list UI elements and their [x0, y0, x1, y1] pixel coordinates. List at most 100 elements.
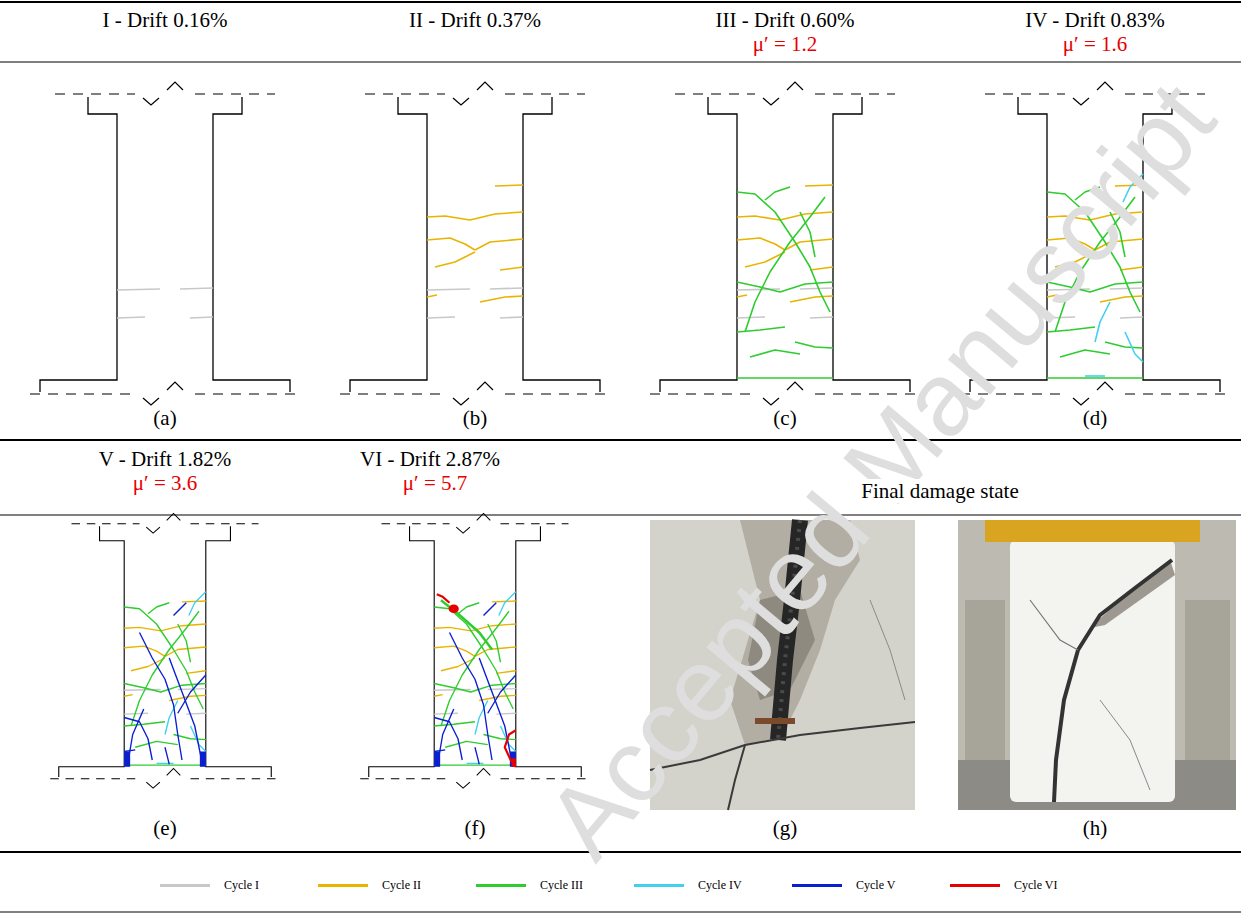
spalling-mark [449, 604, 459, 613]
ductility-value: μ′ = 3.6 [131, 471, 199, 495]
crack-line [124, 713, 148, 715]
cut-line [360, 524, 590, 779]
column-outline [350, 97, 427, 392]
column-crack-map [340, 82, 610, 405]
crack-line [445, 741, 488, 747]
crack-line [148, 603, 169, 614]
legend-swatch [160, 884, 210, 887]
crack-line [157, 763, 174, 764]
crack-line [750, 350, 800, 357]
crack-line [810, 267, 833, 270]
crack-line [800, 212, 815, 257]
crack-line [495, 185, 523, 186]
legend-text: Cycle III [540, 878, 583, 892]
crack-line [737, 212, 833, 220]
crack-line [124, 722, 165, 726]
crack-line [191, 726, 206, 752]
crack-line [475, 647, 516, 656]
crack-line [499, 592, 516, 616]
crack-line [737, 295, 747, 297]
crack-line [458, 603, 479, 614]
legend-text: Cycle V [856, 878, 895, 892]
crack-line [135, 741, 178, 747]
crack-line [800, 288, 833, 289]
crack-line [795, 342, 833, 348]
column-outline [369, 526, 434, 777]
column-crack-map [50, 514, 280, 789]
crack-line [190, 317, 213, 318]
panel-heading: V - Drift 1.82% [97, 447, 234, 471]
crack-line [490, 288, 523, 289]
legend-swatch [792, 884, 842, 887]
crack-line [124, 764, 206, 765]
panel-heading: VI - Drift 2.87% [358, 447, 502, 471]
panel-heading: II - Drift 0.37% [407, 8, 543, 32]
crack-line [1047, 377, 1143, 379]
crack-line [434, 646, 475, 656]
column-outline [833, 97, 910, 392]
panel-letter: (b) [461, 406, 490, 430]
crack-line [480, 296, 523, 302]
legend-item: Cycle II [318, 878, 421, 892]
legend-text: Cycle VI [1014, 878, 1057, 892]
crack-line [434, 722, 475, 726]
column-outline [40, 97, 117, 392]
column-outline [660, 97, 737, 392]
crack-line [505, 730, 516, 767]
column-crack-map [30, 82, 300, 405]
crack-line [737, 282, 833, 292]
panel-heading: I - Drift 0.16% [101, 8, 230, 32]
crack-line [124, 646, 165, 656]
crack-line [484, 603, 497, 616]
crushing-mark [200, 752, 206, 767]
panel-heading: III - Drift 0.60% [714, 8, 857, 32]
break-mark [143, 82, 183, 405]
ductility-value: μ′ = 5.7 [401, 471, 469, 495]
ductility-value: μ′ = 1.6 [1061, 32, 1129, 56]
crack-line [182, 600, 206, 602]
panel-letter: (h) [1081, 816, 1110, 840]
cut-line [30, 94, 300, 394]
panel-letter: (d) [1081, 406, 1110, 430]
panel-letter: (c) [771, 406, 798, 430]
crack-line [1125, 332, 1143, 362]
crack-line [189, 592, 206, 616]
crack-line [178, 675, 206, 713]
column-outline [213, 97, 290, 392]
crack-line [441, 600, 492, 649]
crack-line [427, 295, 437, 297]
crack-line [435, 252, 475, 267]
legend-swatch [634, 884, 684, 887]
crack-line [1100, 296, 1143, 302]
crack-line [427, 238, 475, 250]
legend-text: Cycle IV [698, 878, 742, 892]
legend-text: Cycle I [224, 878, 259, 892]
crack-line [1095, 302, 1110, 342]
crack-line [745, 197, 825, 332]
legend-item: Cycle I [160, 878, 259, 892]
panel-letter: (g) [771, 816, 800, 840]
legend-swatch [950, 884, 1000, 887]
crack-line [165, 747, 169, 764]
panel-heading: IV - Drift 0.83% [1023, 8, 1167, 32]
crack-line [174, 603, 187, 616]
panel-letter: (f) [463, 816, 488, 840]
legend-item: Cycle V [792, 878, 895, 892]
crack-line [178, 624, 191, 662]
legend-item: Cycle VI [950, 878, 1057, 892]
crack-line [427, 317, 455, 318]
crack-line [492, 600, 516, 602]
crack-line [117, 289, 160, 290]
crack-line [488, 624, 501, 662]
column-crack-map [650, 82, 920, 405]
panel-letter: (a) [151, 406, 178, 430]
panel-heading: Final damage state [859, 479, 1020, 503]
crack-line [434, 750, 445, 752]
column-outline [206, 526, 271, 777]
crack-line [805, 185, 833, 186]
crack-line [140, 633, 183, 761]
crack-line [186, 671, 206, 674]
crack-line [124, 750, 135, 752]
legend-text: Cycle II [382, 878, 421, 892]
